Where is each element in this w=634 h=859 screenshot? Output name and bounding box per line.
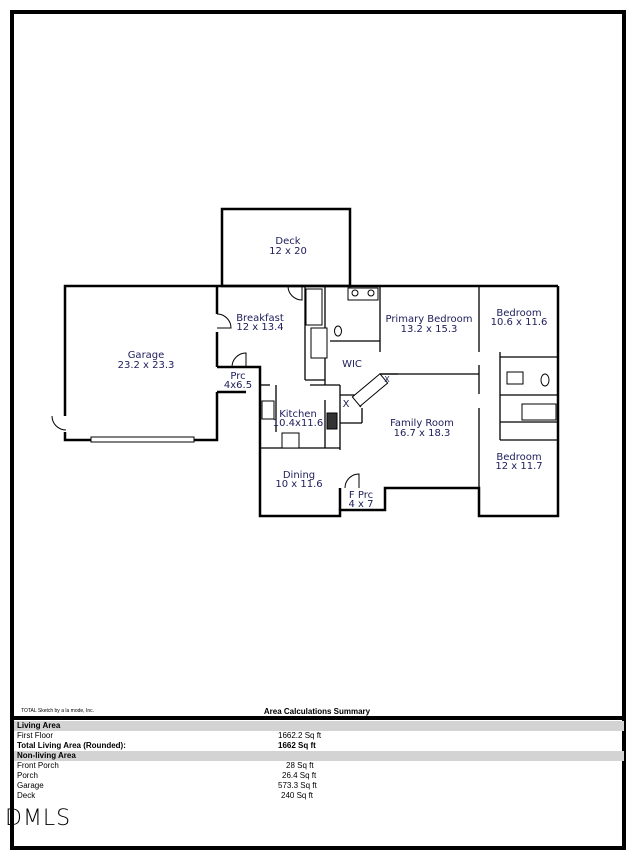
bath-sink: [506, 371, 524, 385]
room-name-prc: Prc: [230, 371, 245, 382]
row-value: 1662.2 Sq ft: [278, 731, 322, 740]
room-dims-f-prc: 4 x 7: [349, 499, 374, 510]
row-label: Front Porch: [17, 761, 59, 770]
table-row: First Floor 1662.2 Sq ft: [14, 731, 624, 741]
row-label: Porch: [17, 771, 38, 780]
room-name-wic: WIC: [342, 359, 362, 370]
row-label: First Floor: [17, 731, 53, 740]
room-name-breakfast: Breakfast: [236, 313, 284, 324]
room-dims-deck: 12 x 20: [269, 246, 307, 257]
room-dims-bedroom-2: 10.6 x 11.6: [491, 317, 548, 328]
row-value: 28 Sq ft: [286, 761, 314, 770]
room-dims-breakfast: 12 x 13.4: [236, 322, 283, 333]
living-area-header: Living Area: [14, 721, 624, 731]
table-row: Garage 573.3 Sq ft: [14, 781, 624, 791]
room-dims-dining: 10 x 11.6: [275, 479, 322, 490]
nonliving-area-header: Non-living Area: [14, 751, 624, 761]
room-dims-family-room: 16.7 x 18.3: [394, 428, 451, 439]
header-label: Non-living Area: [17, 751, 76, 760]
kitchen-sink: [261, 400, 275, 420]
room-dims-kitchen: 10.4x11.6: [273, 418, 323, 429]
room-name-dining: Dining: [283, 470, 315, 481]
bath-toilet: [540, 373, 550, 387]
room-name-bedroom-3: Bedroom: [496, 452, 541, 463]
room-dims-bedroom-3: 12 x 11.7: [495, 461, 542, 472]
page-border: [10, 10, 626, 850]
row-value: 1662 Sq ft: [278, 741, 316, 750]
fixtures: [261, 287, 557, 449]
marker-x: X: [384, 375, 390, 384]
refrigerator: [281, 432, 300, 449]
bathtub: [305, 288, 323, 326]
room-name-f-prc: F Prc: [349, 490, 373, 501]
row-label: Total Living Area (Rounded):: [17, 741, 126, 750]
header-label: Living Area: [17, 721, 61, 730]
range: [326, 412, 338, 430]
row-value: 26.4 Sq ft: [282, 771, 317, 780]
room-name-bedroom-2: Bedroom: [496, 308, 541, 319]
table-row: Porch 26.4 Sq ft: [14, 771, 624, 781]
washer-dryer: [310, 327, 328, 359]
table-row: Deck 240 Sq ft: [14, 791, 624, 801]
room-dims-prc: 4x6.5: [224, 380, 252, 391]
area-summary-table: Living Area First Floor 1662.2 Sq ft Tota…: [14, 721, 624, 801]
room-name-garage: Garage: [128, 350, 165, 361]
interior-walls: [260, 286, 558, 488]
row-value: 573.3 Sq ft: [278, 781, 317, 790]
row-value: 240 Sq ft: [281, 791, 314, 800]
table-row-total: Total Living Area (Rounded): 1662 Sq ft: [14, 741, 624, 751]
summary-title: Area Calculations Summary: [263, 707, 371, 716]
room-name-kitchen: Kitchen: [279, 409, 317, 420]
toilet: [334, 325, 342, 337]
software-credit: TOTAL Sketch by a la mode, Inc.: [21, 708, 94, 714]
room-name-primary-bedroom: Primary Bedroom: [385, 314, 472, 325]
door-swings: [51, 285, 360, 489]
row-label: Garage: [17, 781, 44, 790]
garage-door: [90, 436, 195, 443]
table-row: Front Porch 28 Sq ft: [14, 761, 624, 771]
row-label: Deck: [17, 791, 36, 800]
room-dims-primary-bedroom: 13.2 x 15.3: [401, 324, 458, 335]
marker-x: X: [343, 399, 350, 410]
divider: [10, 716, 626, 720]
room-name-family-room: Family Room: [390, 418, 454, 429]
room-name-deck: Deck: [275, 236, 300, 247]
shower: [521, 403, 557, 421]
dmls-logo: DMLS: [5, 806, 72, 831]
fireplace: [351, 373, 389, 407]
room-dims-garage: 23.2 x 23.3: [118, 360, 175, 371]
